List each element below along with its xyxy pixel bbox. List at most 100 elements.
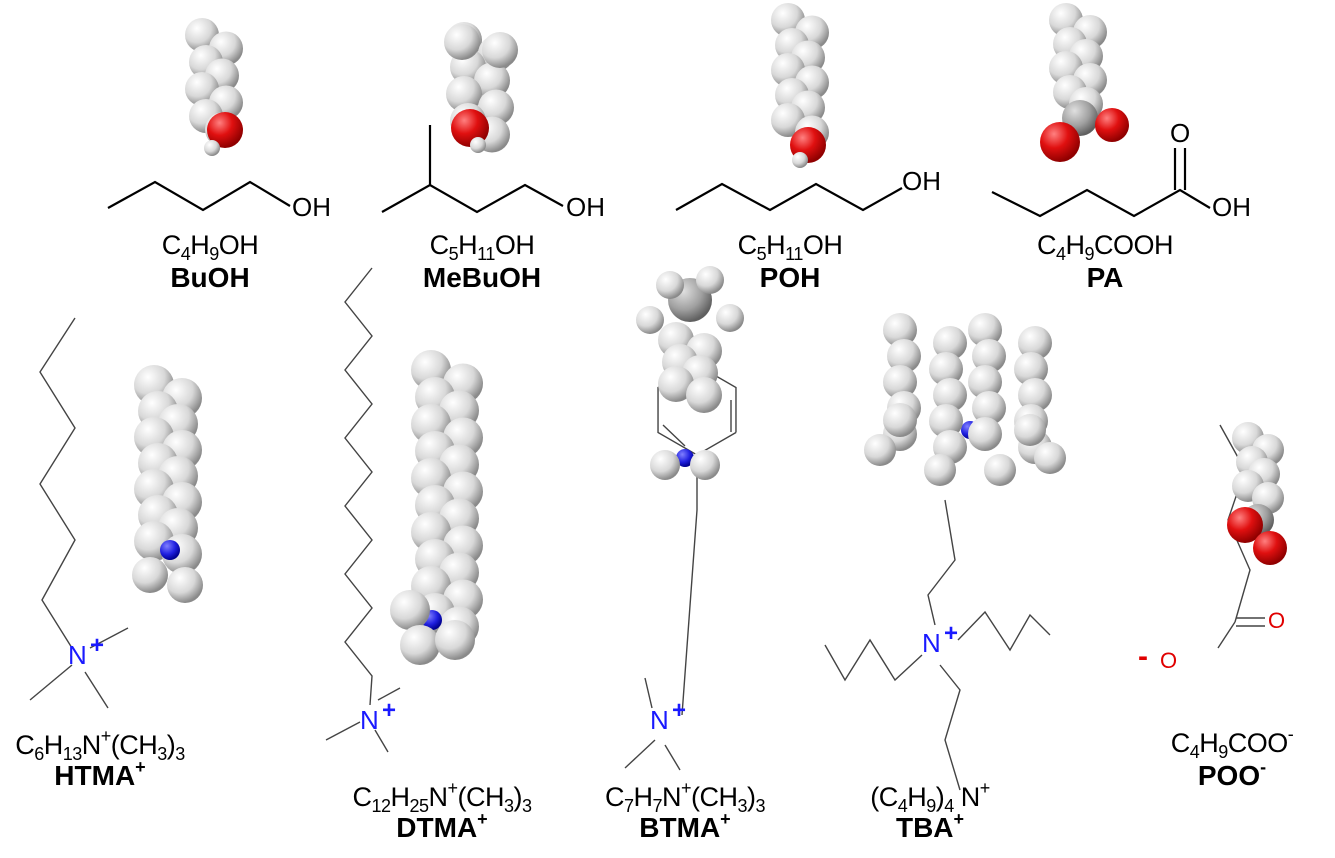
mebuoh-formula: C5H11OH — [429, 230, 535, 264]
dtma-name: DTMA+ — [396, 809, 488, 844]
mebuoh-space-filling-model — [444, 22, 518, 153]
name-text: HTMA — [54, 760, 136, 791]
dtma-formula: C12H25N+(CH3)3 — [352, 779, 532, 816]
formula-segment: C — [737, 230, 758, 260]
formula-segment: ) — [513, 782, 523, 812]
formula-segment: 9 — [926, 796, 936, 816]
hydrogen-atom — [933, 326, 967, 360]
name-charge: + — [953, 809, 965, 829]
btma-methyl — [624, 739, 656, 769]
formula-segment: H — [907, 782, 927, 812]
formula-segment: + — [979, 778, 991, 798]
hydrogen-atom — [390, 590, 430, 630]
formula-segment: C — [352, 782, 372, 812]
buoh-skeleton — [107, 180, 291, 212]
name-text: POH — [759, 262, 821, 293]
hydrogen-atom — [972, 391, 1006, 425]
hydrogen-atom — [636, 306, 664, 334]
buoh-name: BuOH — [170, 262, 249, 294]
formula-segment: 7 — [623, 796, 634, 816]
hydrogen-atom — [650, 450, 680, 480]
hydrogen-atom — [887, 339, 921, 373]
poh-skeleton — [675, 182, 903, 212]
name-charge: + — [477, 809, 488, 829]
poh-name: POH — [760, 262, 821, 294]
formula-segment: H — [190, 230, 210, 260]
hydrogen-atom — [968, 417, 1002, 451]
formula-segment: 9 — [1218, 742, 1228, 762]
formula-segment: H — [766, 230, 786, 260]
formula-segment: N — [661, 782, 682, 812]
hydrogen-atom — [167, 567, 203, 603]
dtma-chain — [344, 267, 373, 706]
hydrogen-atom — [984, 454, 1016, 486]
hydrogen-atom — [972, 339, 1006, 373]
hydrogen-atom — [968, 365, 1002, 399]
formula-segment: 9 — [1084, 244, 1095, 264]
pa-oh-label: OH — [1212, 192, 1251, 222]
formula-segment: 4 — [944, 796, 954, 816]
formula-segment: C — [604, 782, 625, 812]
formula-segment: N — [81, 730, 102, 760]
dtma-methyl — [377, 687, 401, 701]
name-charge: - — [1260, 757, 1267, 777]
name-text: PA — [1086, 262, 1124, 293]
hydrogen-atom — [716, 304, 744, 332]
buoh-formula: C4H9OH — [162, 230, 259, 264]
oxygen-atom — [1095, 108, 1129, 142]
formula-segment: ) — [166, 730, 176, 760]
name-charge: + — [135, 757, 146, 777]
formula-segment: 11 — [477, 244, 495, 264]
tba-chain-down — [939, 664, 961, 791]
formula-segment: C — [15, 730, 35, 760]
hydrogen-atom — [924, 454, 956, 486]
buoh-oh-label: OH — [292, 192, 331, 222]
hydrogen-atom — [1018, 326, 1052, 360]
hydrogen-atom — [1014, 352, 1048, 386]
poh-space-filling-model — [771, 3, 829, 168]
btma-name: BTMA+ — [639, 810, 730, 844]
poh-oh-label: OH — [902, 166, 941, 196]
oxygen-atom — [1040, 122, 1080, 162]
formula-segment: OH — [494, 230, 535, 260]
poo-carbonyl-o-label: O — [1268, 608, 1286, 633]
htma-chain — [39, 317, 76, 649]
formula-segment: 4 — [1055, 244, 1066, 264]
hydrogen-atom — [444, 24, 480, 60]
formula-segment: 11 — [785, 244, 803, 264]
htma-n-charge: + — [90, 632, 105, 659]
htma-methyl — [89, 627, 129, 649]
tba-chain-right — [957, 610, 1051, 652]
hydrogen-atom — [933, 378, 967, 412]
mebuoh-skeleton — [381, 183, 564, 214]
formula-segment: H — [1199, 728, 1219, 758]
formula-segment: OH — [802, 230, 843, 260]
name-text: MeBuOH — [422, 262, 542, 293]
htma-methyl — [29, 664, 73, 701]
hydrogen-atom — [478, 89, 514, 126]
nitrogen-atom — [160, 540, 180, 560]
hydrogen-atom — [446, 76, 482, 112]
formula-segment: COOH — [1094, 230, 1174, 260]
poo-space-filling-model — [1227, 422, 1287, 565]
pa-formula: C4H9COOH — [1037, 230, 1174, 264]
formula-segment: 25 — [409, 796, 429, 816]
formula-segment: 3 — [175, 744, 185, 764]
formula-segment: C — [429, 230, 450, 260]
dtma-n-charge: + — [382, 697, 397, 724]
formula-segment: 3 — [755, 796, 766, 816]
formula-segment: 9 — [209, 244, 219, 264]
hydrogen-atom — [1034, 442, 1066, 474]
formula-segment: 4 — [180, 244, 191, 264]
dtma-n-label: N — [360, 705, 379, 735]
name-text: BTMA — [639, 812, 721, 843]
hydrogen-atom — [883, 313, 917, 347]
formula-segment: N — [953, 782, 981, 812]
hydrogen-atom — [474, 62, 510, 99]
formula-segment: + — [447, 778, 459, 798]
hydrogen-atom — [929, 404, 963, 438]
name-text: POO — [1197, 760, 1261, 791]
hydrogen-atom — [696, 266, 724, 294]
formula-segment: 5 — [756, 244, 767, 264]
